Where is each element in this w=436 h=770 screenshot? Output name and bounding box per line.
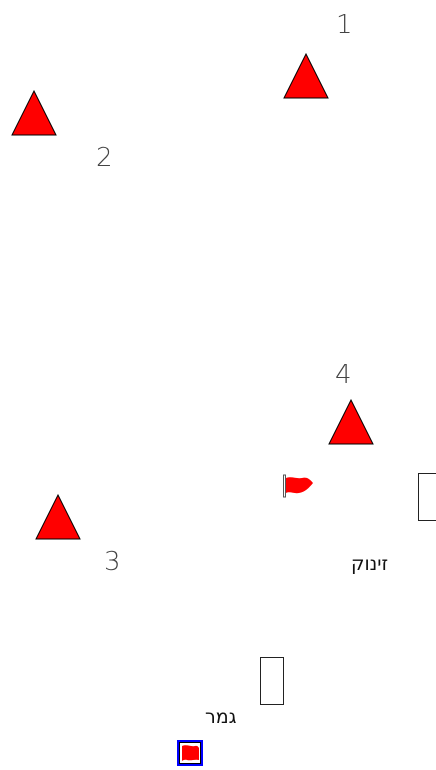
triangle-icon — [283, 52, 329, 99]
start-flag[interactable] — [283, 474, 315, 498]
checkpoint-1-label: 1 — [336, 10, 353, 40]
finish-box[interactable] — [260, 657, 284, 705]
flag-icon — [283, 474, 313, 498]
finish-label: גמר — [205, 706, 237, 728]
checkpoint-4-label: 4 — [335, 360, 352, 390]
triangle-icon — [35, 493, 81, 540]
checkpoint-4-marker[interactable] — [327, 398, 375, 446]
start-box[interactable] — [418, 473, 436, 521]
checkpoint-1-marker[interactable] — [282, 52, 330, 100]
checkpoint-3-label: 3 — [104, 547, 121, 577]
checkpoint-3-marker[interactable] — [34, 493, 82, 541]
finish-flag[interactable] — [177, 740, 203, 766]
checkpoint-2-label: 2 — [96, 143, 113, 173]
start-label: זינוק — [351, 553, 389, 575]
checkpoint-2-marker[interactable] — [10, 89, 58, 137]
triangle-icon — [328, 398, 374, 445]
flag-icon — [177, 740, 203, 766]
triangle-icon — [11, 89, 57, 136]
